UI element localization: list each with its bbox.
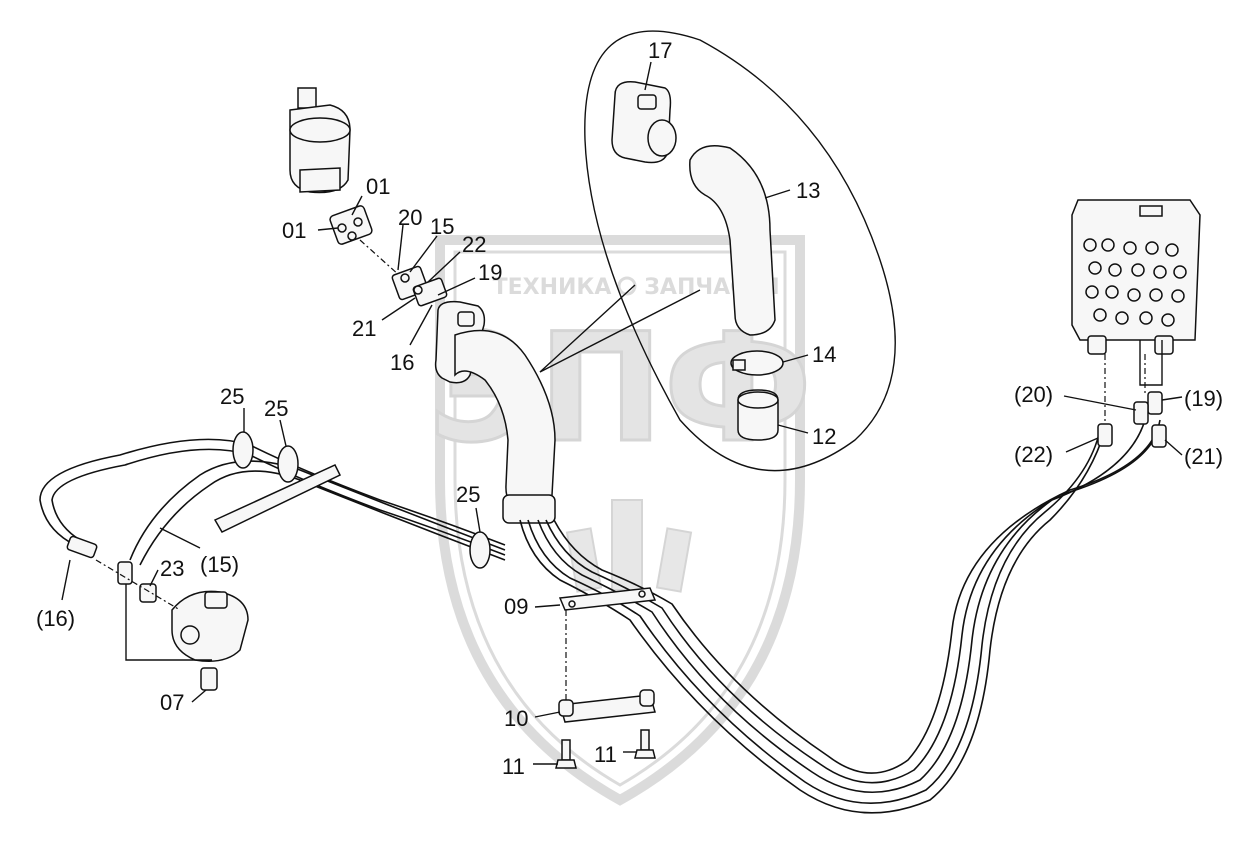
label-15-paren: (15) (200, 552, 239, 577)
left-hose-loop (39, 438, 506, 566)
label-25-b: 25 (264, 396, 288, 421)
label-20: 20 (398, 205, 422, 230)
label-19: 19 (478, 260, 502, 285)
clip-25-b (277, 445, 299, 483)
hose-end-15 (117, 561, 133, 585)
clip-25-c (469, 531, 491, 569)
clip-25-a (232, 431, 254, 469)
label-21-paren: (21) (1184, 444, 1223, 469)
bolt-11-right (634, 729, 656, 759)
control-valve (1071, 199, 1201, 355)
callout-bubble (584, 30, 896, 472)
grommet-17 (611, 81, 677, 164)
bolt-11-left (555, 739, 577, 769)
sleeve-12 (737, 389, 779, 441)
fitting-01 (329, 205, 373, 245)
label-23: 23 (160, 556, 184, 581)
pump-guide-line (125, 584, 212, 661)
label-07: 07 (160, 690, 184, 715)
label-17: 17 (648, 38, 672, 63)
label-13: 13 (796, 178, 820, 203)
plate-10 (558, 689, 656, 723)
label-10: 10 (504, 706, 528, 731)
clamp-14 (730, 350, 784, 376)
callout-leader-1 (539, 289, 701, 373)
hydraulic-motor (289, 87, 351, 194)
label-09: 09 (504, 594, 528, 619)
label-14: 14 (812, 342, 836, 367)
label-25-c: 25 (456, 482, 480, 507)
label-01-left: 01 (282, 218, 306, 243)
pump-centerline (95, 559, 181, 611)
label-11-left: 11 (502, 754, 525, 779)
label-01-upper: 01 (366, 174, 390, 199)
leader-lines (61, 61, 1183, 765)
callout-leader-2 (539, 284, 636, 373)
watermark-left-text: ТЕХНИКА (493, 275, 612, 300)
label-11-right: 11 (594, 742, 617, 767)
bracket-09 (558, 587, 657, 611)
valve-ports (1083, 238, 1187, 327)
main-conduit (454, 329, 556, 524)
fitting-group-upper (391, 265, 448, 307)
label-25-a: 25 (220, 384, 244, 409)
label-16-paren: (16) (36, 606, 75, 631)
fitting-07 (200, 667, 218, 691)
label-19-paren: (19) (1184, 386, 1223, 411)
wheat-emblem (565, 499, 693, 593)
label-16: 16 (390, 350, 414, 375)
gear-icon (617, 276, 637, 296)
hose-end-19 (1147, 391, 1163, 415)
fitting-23 (139, 583, 157, 603)
loop-bracket (213, 464, 342, 533)
label-21: 21 (352, 316, 376, 341)
part-labels: 01 01 20 15 22 19 21 16 17 13 14 12 25 2… (36, 38, 1223, 779)
label-20-paren: (20) (1014, 382, 1053, 407)
valve-guide-line (1139, 340, 1163, 386)
hose-end-21 (1151, 424, 1167, 448)
label-22-paren: (22) (1014, 442, 1053, 467)
label-22: 22 (462, 232, 486, 257)
hose-13 (689, 145, 776, 336)
hose-end-20 (1133, 401, 1149, 425)
label-15: 15 (430, 214, 454, 239)
label-12: 12 (812, 424, 836, 449)
hose-end-22 (1097, 423, 1113, 447)
hose-end-16 (66, 535, 98, 559)
pump-assembly (171, 590, 249, 662)
